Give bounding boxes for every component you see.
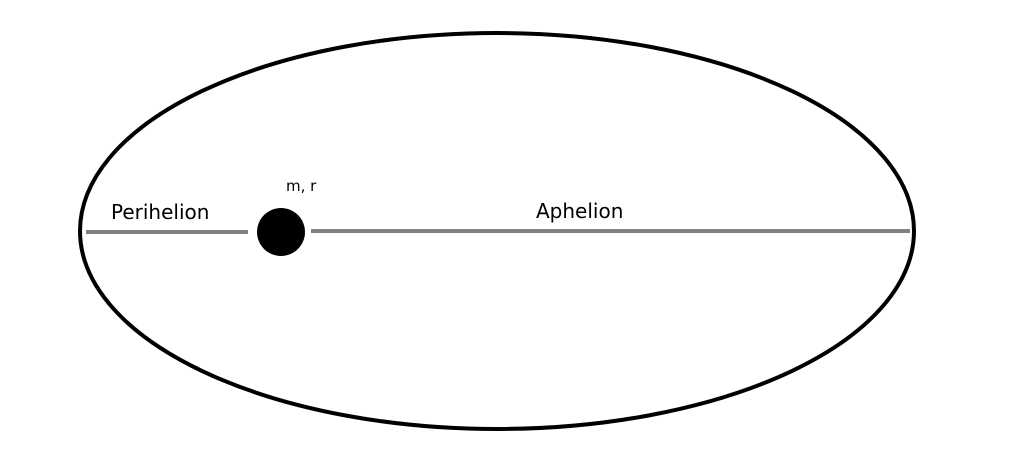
body-label: m, r xyxy=(286,177,317,195)
elliptical-orbit xyxy=(78,31,916,431)
central-body xyxy=(257,208,305,256)
perihelion-label: Perihelion xyxy=(111,200,209,224)
aphelion-label: Aphelion xyxy=(536,199,623,223)
